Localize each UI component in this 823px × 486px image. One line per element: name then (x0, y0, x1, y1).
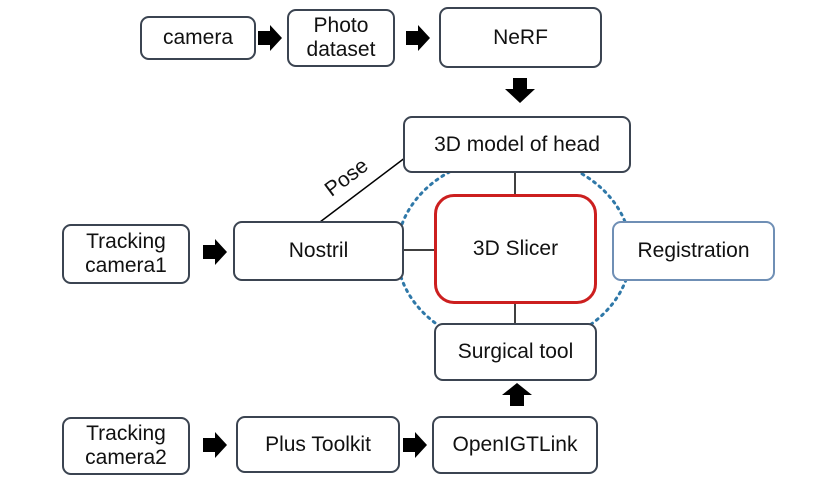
node-nostril: Nostril (233, 221, 404, 281)
node-model-head: 3D model of head (403, 116, 631, 173)
arrow-nerf-to-model (505, 78, 535, 103)
arrow-photo-to-nerf (406, 25, 430, 51)
node-surgical-tool-label: Surgical tool (457, 340, 574, 363)
arrow-tracking2-to-plus (203, 432, 227, 458)
node-model-head-label: 3D model of head (434, 132, 600, 156)
node-registration-label: Registration (637, 239, 750, 262)
node-tracking-camera1: Tracking camera1 (62, 224, 190, 284)
node-nerf: NeRF (439, 7, 602, 68)
node-tracking-camera2: Tracking camera2 (62, 417, 190, 475)
node-3d-slicer: 3D Slicer (434, 194, 597, 304)
node-registration: Registration (612, 221, 775, 281)
node-plus-toolkit: Plus Toolkit (236, 416, 400, 473)
arrow-plus-to-openigtlink (403, 432, 427, 458)
arrow-tracking1-to-nostril (203, 239, 227, 265)
node-surgical-tool: Surgical tool (434, 323, 597, 381)
node-camera-label: camera (162, 26, 234, 49)
node-tracking-camera2-label: Tracking camera2 (85, 422, 167, 469)
node-tracking-camera1-label: Tracking camera1 (85, 230, 167, 277)
node-nerf-label: NeRF (493, 25, 548, 49)
node-photo-dataset: Photo dataset (287, 9, 395, 67)
arrow-camera-to-photo (258, 25, 282, 51)
node-nostril-label: Nostril (288, 239, 349, 262)
node-camera: camera (140, 16, 256, 60)
node-plus-toolkit-label: Plus Toolkit (265, 432, 371, 456)
arrow-openigtlink-to-tool (502, 383, 532, 406)
node-photo-dataset-label: Photo dataset (306, 14, 376, 61)
node-3d-slicer-label: 3D Slicer (472, 237, 559, 260)
node-openigtlink-label: OpenIGTLink (452, 433, 578, 456)
arrow-nostril-to-model-pose (319, 147, 419, 223)
node-openigtlink: OpenIGTLink (432, 416, 598, 474)
